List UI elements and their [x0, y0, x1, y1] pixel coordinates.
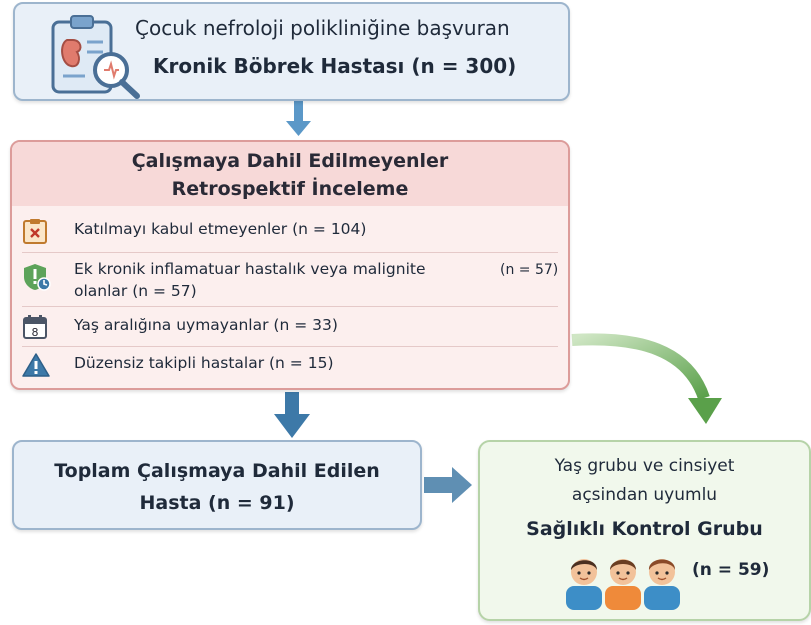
- divider: [22, 252, 558, 253]
- exclusion-subtitle: Retrospektif İnceleme: [171, 178, 409, 200]
- child-icon: [644, 559, 680, 610]
- exclusion-item-text: Katılmayı kabul etmeyenler (n = 104): [74, 220, 367, 238]
- ckd-patients-box: Çocuk nefroloji polikliniğine başvuran K…: [13, 2, 570, 101]
- control-line2: açsindan uyumlu: [571, 485, 718, 505]
- x-clipboard-icon: [23, 219, 47, 244]
- control-title: Sağlıklı Kontrol Grubu: [526, 518, 763, 540]
- shield-alert-icon: [24, 264, 51, 291]
- ckd-line2: Kronik Böbrek Hastası (n = 300): [153, 54, 517, 78]
- arrow-exclusion-to-total: [274, 392, 310, 438]
- arrow-top-to-exclusion: [286, 101, 311, 136]
- clipboard-kidney-icon: [51, 15, 140, 99]
- exclusion-item-count: (n = 57): [500, 262, 559, 278]
- children-group-icon: [566, 559, 680, 610]
- control-count: (n = 59): [692, 560, 770, 580]
- healthy-control-box: Yaş grubu ve cinsiyet açsindan uyumlu Sa…: [478, 440, 811, 621]
- exclusion-box: Çalışmaya Dahil Edilmeyenler Retrospekti…: [10, 140, 570, 390]
- exclusion-item-text-line2: olanlar (n = 57): [74, 282, 197, 300]
- child-icon: [566, 559, 602, 610]
- warning-icon: [22, 353, 50, 377]
- exclusion-header: Çalışmaya Dahil Edilmeyenler Retrospekti…: [12, 142, 568, 206]
- calendar-icon: 8: [23, 315, 47, 339]
- total-line2: Hasta (n = 91): [139, 492, 295, 514]
- arrow-exclusion-to-control: [571, 333, 722, 424]
- ckd-line1: Çocuk nefroloji polikliniğine başvuran: [135, 16, 510, 40]
- exclusion-item-text: Düzensiz takipli hastalar (n = 15): [74, 354, 334, 372]
- child-icon: [605, 559, 641, 610]
- svg-text:8: 8: [32, 326, 39, 339]
- divider: [22, 306, 558, 307]
- exclusion-item-text-line1: Ek kronik inflamatuar hastalık veya mali…: [74, 260, 426, 278]
- exclusion-title: Çalışmaya Dahil Edilmeyenler: [131, 150, 449, 172]
- arrow-total-to-control: [424, 467, 472, 503]
- total-included-box: Toplam Çalışmaya Dahil Edilen Hasta (n =…: [12, 440, 422, 530]
- divider: [22, 346, 558, 347]
- control-line1: Yaş grubu ve cinsiyet: [554, 456, 735, 476]
- exclusion-item-text: Yaş aralığına uymayanlar (n = 33): [74, 316, 338, 334]
- total-line1: Toplam Çalışmaya Dahil Edilen: [54, 460, 380, 482]
